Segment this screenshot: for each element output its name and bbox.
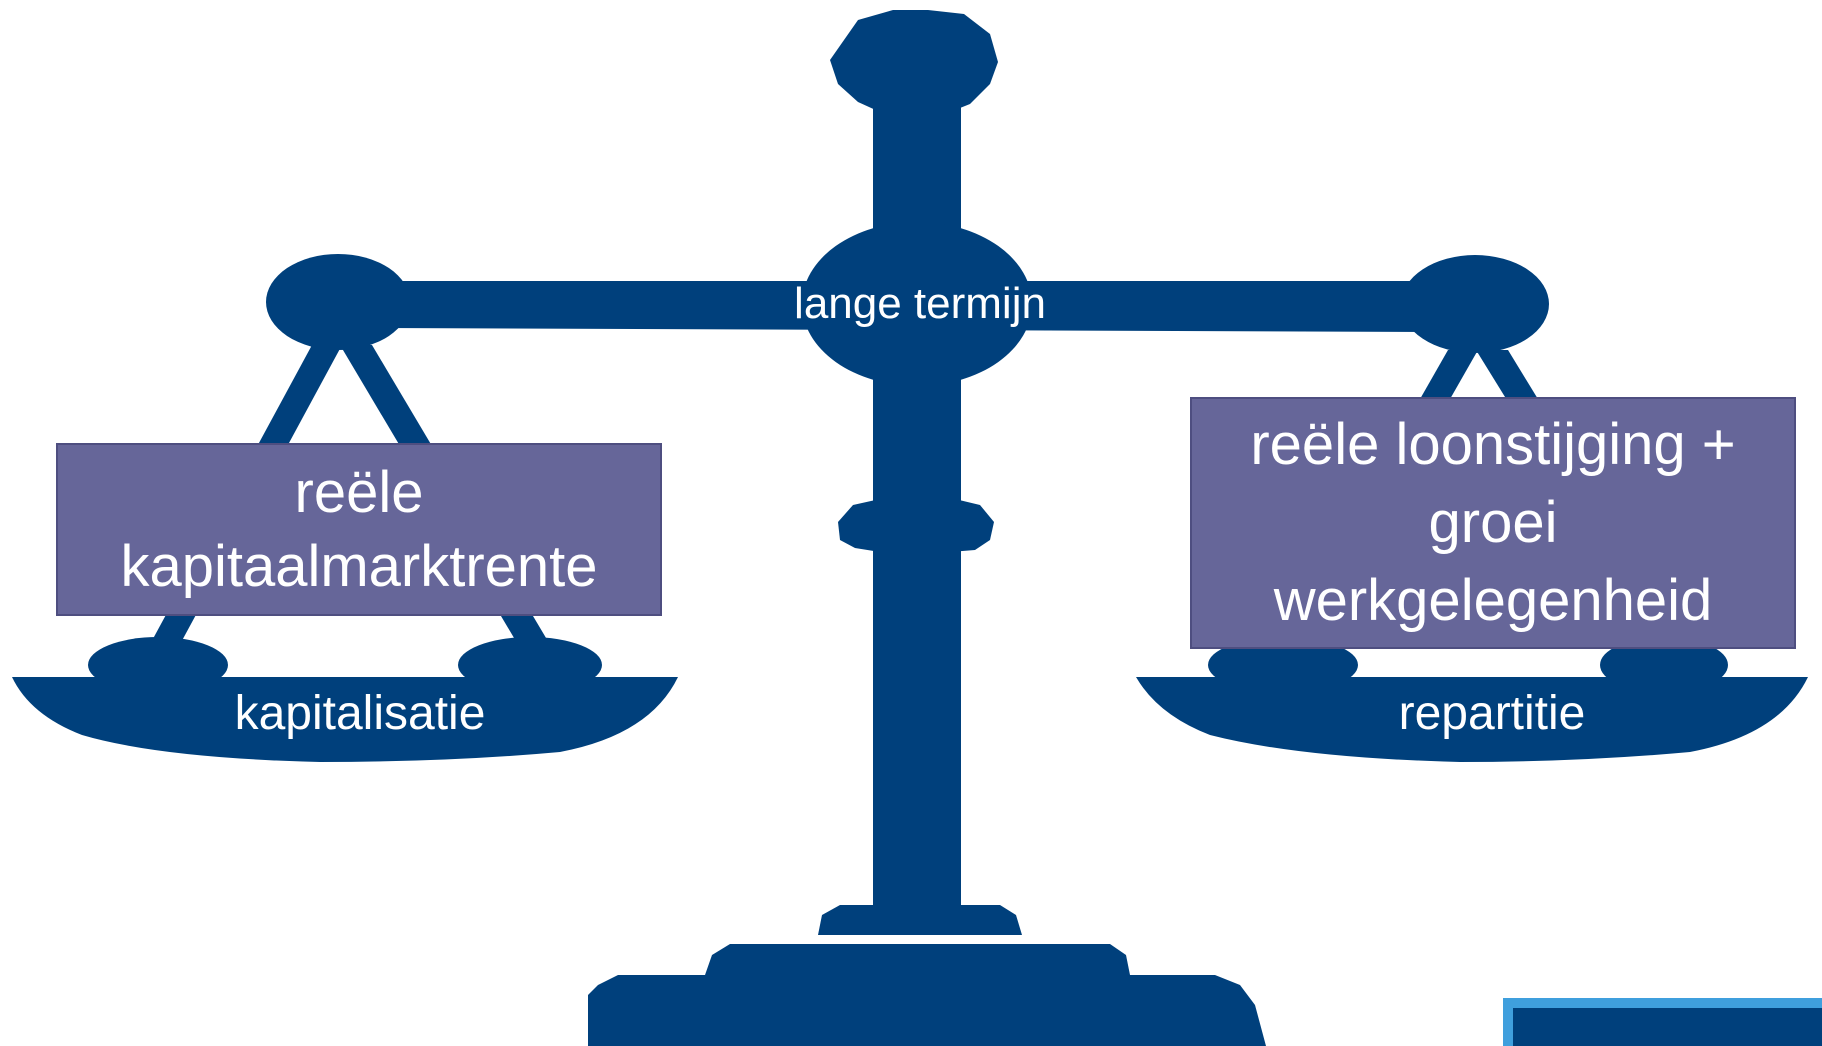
right-weight-box: reële loonstijging + groei werkgelegenhe…: [1190, 397, 1796, 649]
pole-collar: [838, 499, 994, 552]
right-box-line: groei: [1428, 490, 1558, 555]
left-pan: [12, 677, 678, 762]
right-end-knob: [1401, 255, 1549, 353]
center-hub-label: lange termijn: [794, 279, 1046, 328]
right-box-line: reële loonstijging +: [1250, 412, 1736, 477]
left-box-line: kapitaalmarktrente: [120, 533, 598, 599]
center-hub: [802, 222, 1032, 386]
right-pan: [1136, 677, 1808, 762]
right-pan-label: repartitie: [1398, 687, 1586, 740]
left-end-knob: [266, 254, 410, 350]
top-knob: [830, 10, 998, 112]
corner-box: [1503, 998, 1822, 1046]
left-weight-box: reële kapitaalmarktrente: [56, 443, 662, 616]
base-top: [818, 905, 1022, 935]
base-bottom: [588, 975, 1266, 1046]
base-middle: [705, 944, 1130, 975]
left-box-line: reële: [294, 459, 424, 525]
left-pan-label: kapitalisatie: [234, 687, 486, 740]
right-box-line: werkgelegenheid: [1273, 568, 1713, 633]
